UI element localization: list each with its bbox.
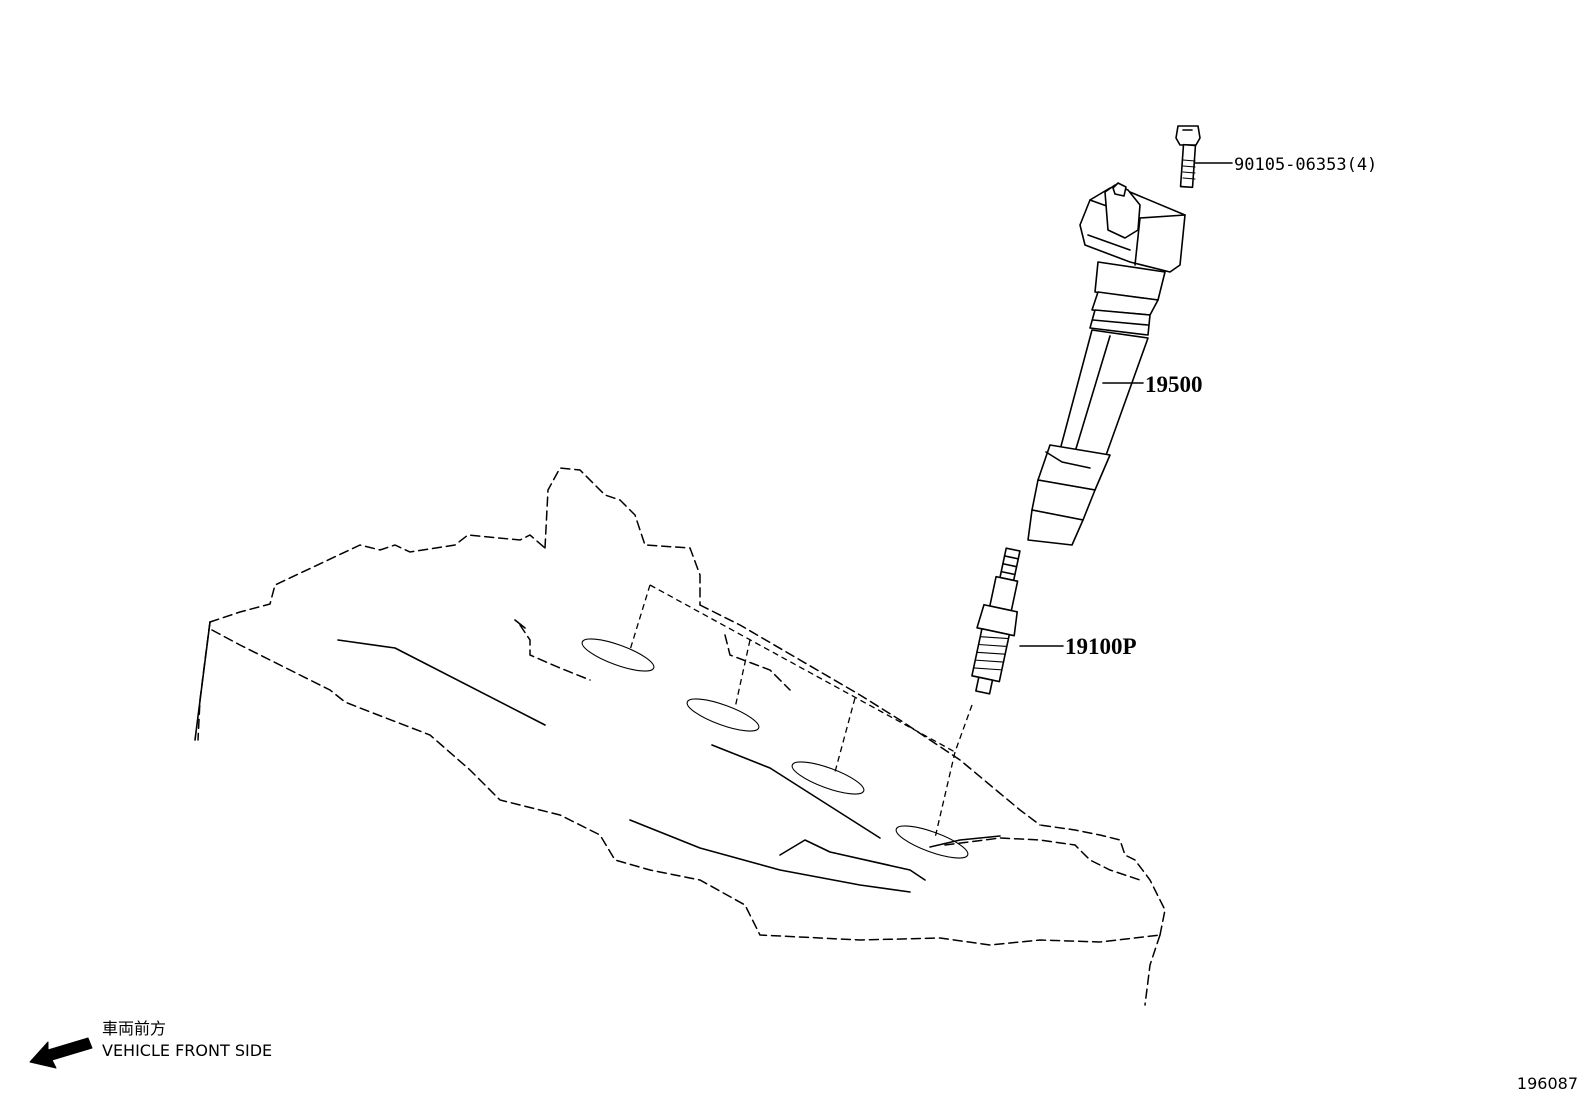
spark-plug-illustration xyxy=(971,547,1021,695)
bolt-illustration xyxy=(1175,125,1201,189)
callout-ignition-coil: 19500 xyxy=(1102,372,1203,397)
vehicle-front-legend: 車両前方 VEHICLE FRONT SIDE xyxy=(29,1019,272,1069)
part-label-bolt: 90105-06353(4) xyxy=(1234,155,1377,175)
installation-guide-lines xyxy=(629,584,973,839)
part-label-ignition-coil: 19500 xyxy=(1145,372,1203,397)
callout-spark-plug: 19100P xyxy=(1019,634,1137,659)
callout-bolt: 90105-06353(4) xyxy=(1194,155,1377,175)
legend-japanese: 車両前方 xyxy=(102,1019,166,1038)
legend-english: VEHICLE FRONT SIDE xyxy=(102,1041,272,1060)
illustration-code: 196087 xyxy=(1517,1074,1578,1093)
cylinder-head-outline xyxy=(194,467,1166,1006)
front-direction-arrow-icon xyxy=(29,1037,93,1069)
part-label-spark-plug: 19100P xyxy=(1065,634,1137,659)
spark-plug-holes xyxy=(581,638,969,859)
ignition-coil-illustration xyxy=(1027,182,1186,546)
